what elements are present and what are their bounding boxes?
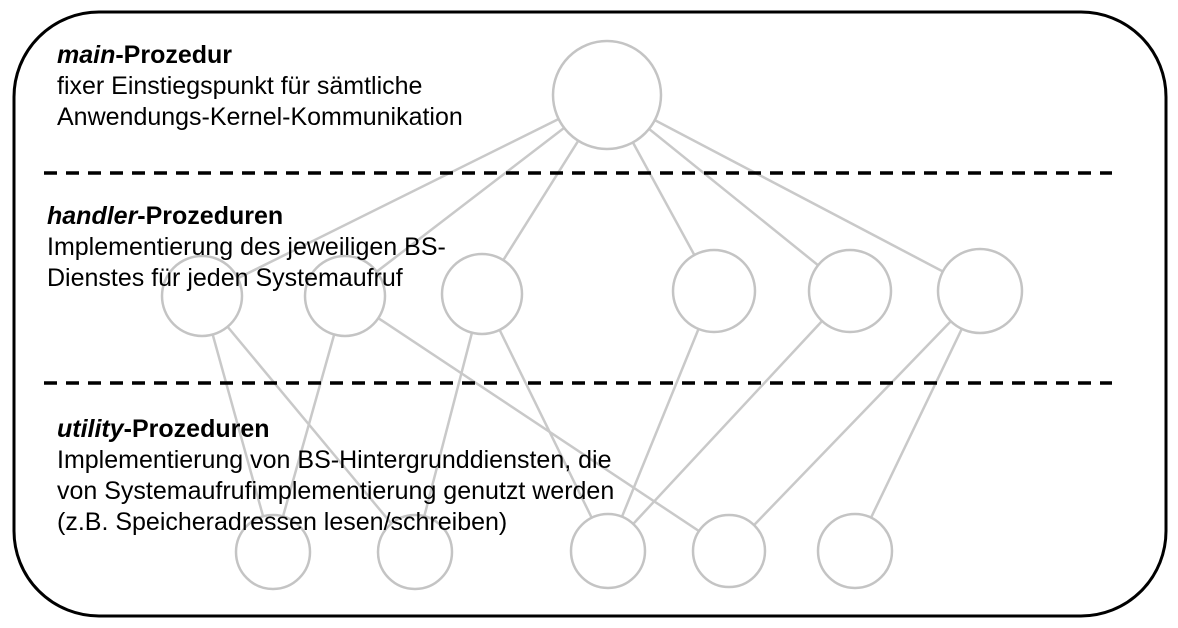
- edge-main-h1: [201, 93, 608, 298]
- handler-layer-desc-line: Dienstes für jeden Systemaufruf: [47, 264, 403, 292]
- main-layer-label: main-Prozedur fixer Einstiegspunkt für s…: [57, 40, 463, 133]
- utility-layer-title-rest: -Prozeduren: [123, 415, 270, 443]
- main-layer-title-italic: main: [57, 41, 116, 69]
- node-u5: [816, 512, 894, 590]
- main-layer-title-rest: -Prozedur: [115, 41, 233, 69]
- node-u3: [569, 512, 647, 590]
- main-layer-title: main-Prozedur: [57, 40, 463, 71]
- node-u4: [691, 513, 767, 589]
- outer-frame: [12, 10, 1168, 618]
- edge-h5-u3: [607, 290, 851, 552]
- node-h2: [303, 254, 387, 338]
- edge-h2-u4: [344, 294, 730, 553]
- handler-layer-desc-line: Implementierung des jeweiligen BS-: [47, 233, 446, 261]
- edge-h6-u4: [728, 290, 981, 552]
- utility-layer-desc-line: (z.B. Speicheradressen lesen/schreiben): [57, 508, 508, 536]
- node-h4: [671, 248, 757, 334]
- edge-h6-u5: [853, 290, 982, 552]
- node-u1: [234, 513, 312, 591]
- handler-layer-label: handler-Prozeduren Implementierung des j…: [47, 201, 446, 294]
- edge-h3-u2: [413, 293, 484, 553]
- handler-layer-title: handler-Prozeduren: [47, 201, 446, 232]
- edge-h1-u1: [200, 295, 275, 553]
- utility-layer-desc-line: Implementierung von BS-Hintergrunddienst…: [57, 446, 612, 474]
- utility-layer-label: utility-Prozeduren Implementierung von B…: [57, 414, 614, 538]
- edge-h2-u1: [271, 295, 347, 553]
- utility-layer-title-italic: utility: [57, 415, 124, 443]
- node-u2: [376, 513, 454, 591]
- node-h5: [807, 248, 893, 334]
- edge-h3-u3: [480, 293, 610, 552]
- handler-layer-title-italic: handler: [47, 202, 138, 230]
- utility-layer-title: utility-Prozeduren: [57, 414, 614, 445]
- main-layer-desc-line: fixer Einstiegspunkt für sämtliche: [57, 72, 423, 100]
- main-layer-desc-line: Anwendungs-Kernel-Kommunikation: [57, 103, 463, 131]
- edge-h4-u3: [606, 290, 716, 552]
- node-main: [551, 39, 663, 151]
- node-h1: [160, 254, 244, 338]
- edge-main-h6: [606, 93, 981, 293]
- handler-layer-title-rest: -Prozeduren: [137, 202, 284, 230]
- node-h3: [440, 252, 524, 336]
- utility-layer-desc-line: von Systemaufrufimplementierung genutzt …: [57, 477, 615, 505]
- node-h6: [936, 247, 1024, 335]
